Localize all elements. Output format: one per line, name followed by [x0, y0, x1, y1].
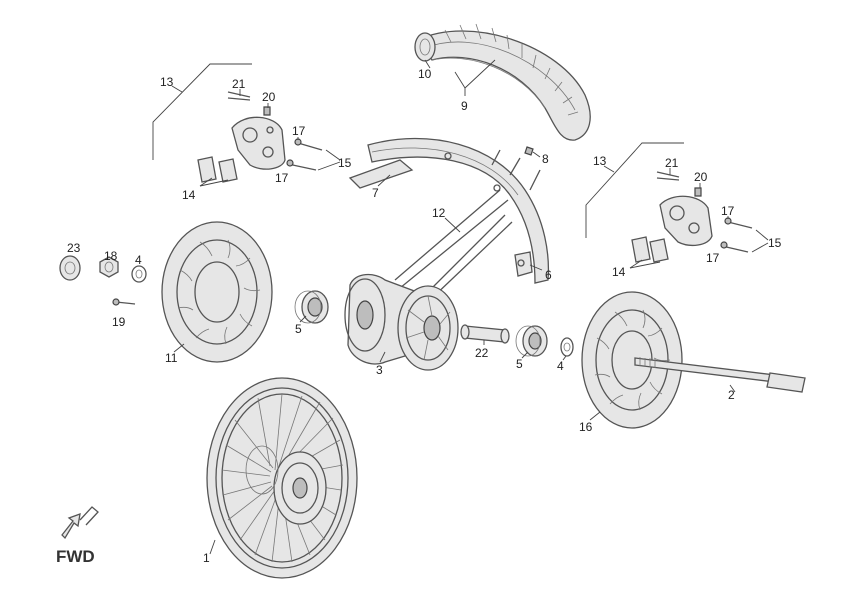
- left-bearing: [294, 290, 329, 324]
- callout-17-right-top: 17: [721, 204, 735, 218]
- callout-2: 2: [728, 388, 735, 402]
- callout-13-right: 13: [593, 154, 607, 168]
- right-caliper: [631, 171, 753, 263]
- left-caliper: [197, 91, 323, 183]
- callout-23: 23: [67, 241, 81, 255]
- callout-15-left: 15: [338, 156, 352, 170]
- callout-8: 8: [542, 152, 549, 166]
- callout-21-left: 21: [232, 77, 246, 91]
- right-bearing: [515, 325, 548, 357]
- callout-16: 16: [579, 420, 593, 434]
- callout-21-right: 21: [665, 156, 679, 170]
- callout-5-right: 5: [516, 357, 523, 371]
- callout-3: 3: [376, 363, 383, 377]
- callout-15-right: 15: [768, 236, 782, 250]
- spokes: [394, 189, 513, 301]
- callout-22: 22: [475, 346, 489, 360]
- callout-14-right: 14: [612, 265, 626, 279]
- callout-20-right: 20: [694, 170, 708, 184]
- callout-4-right: 4: [557, 359, 564, 373]
- right-washer: [560, 337, 574, 357]
- callout-labels: 1 2 3 4 4 5 5 6 7 8 9 10 11 12 13 13 14 …: [67, 67, 782, 565]
- left-axle-parts: [59, 255, 147, 306]
- axle: [634, 357, 806, 393]
- spacer: [460, 324, 510, 344]
- callout-6: 6: [545, 268, 552, 282]
- callout-17-right-bottom: 17: [706, 251, 720, 265]
- callout-7: 7: [372, 186, 379, 200]
- callout-17-left-top: 17: [292, 124, 306, 138]
- callout-1: 1: [203, 551, 210, 565]
- fwd-label: FWD: [56, 547, 95, 566]
- callout-5-left: 5: [295, 322, 302, 336]
- callout-13-left: 13: [160, 75, 174, 89]
- left-brake-disc: [161, 221, 273, 363]
- callout-14-left: 14: [182, 188, 196, 202]
- fwd-indicator: FWD: [56, 506, 99, 566]
- mudguard: [348, 137, 550, 284]
- callout-11: 11: [165, 351, 178, 365]
- hub: [344, 273, 459, 371]
- callout-17-left-bottom: 17: [275, 171, 289, 185]
- callout-4-left: 4: [135, 253, 142, 267]
- forward-arrow-icon: [61, 513, 81, 540]
- leader-lines: [152, 59, 769, 555]
- mudguard-bolts: [491, 146, 541, 191]
- tyre: [414, 23, 591, 141]
- callout-20-left: 20: [262, 90, 276, 104]
- callout-9: 9: [461, 99, 468, 113]
- callout-18: 18: [104, 249, 118, 263]
- right-brake-disc: [581, 291, 683, 429]
- callout-10: 10: [418, 67, 432, 81]
- complete-wheel: [206, 377, 358, 579]
- callout-12: 12: [432, 206, 446, 220]
- callout-19: 19: [112, 315, 126, 329]
